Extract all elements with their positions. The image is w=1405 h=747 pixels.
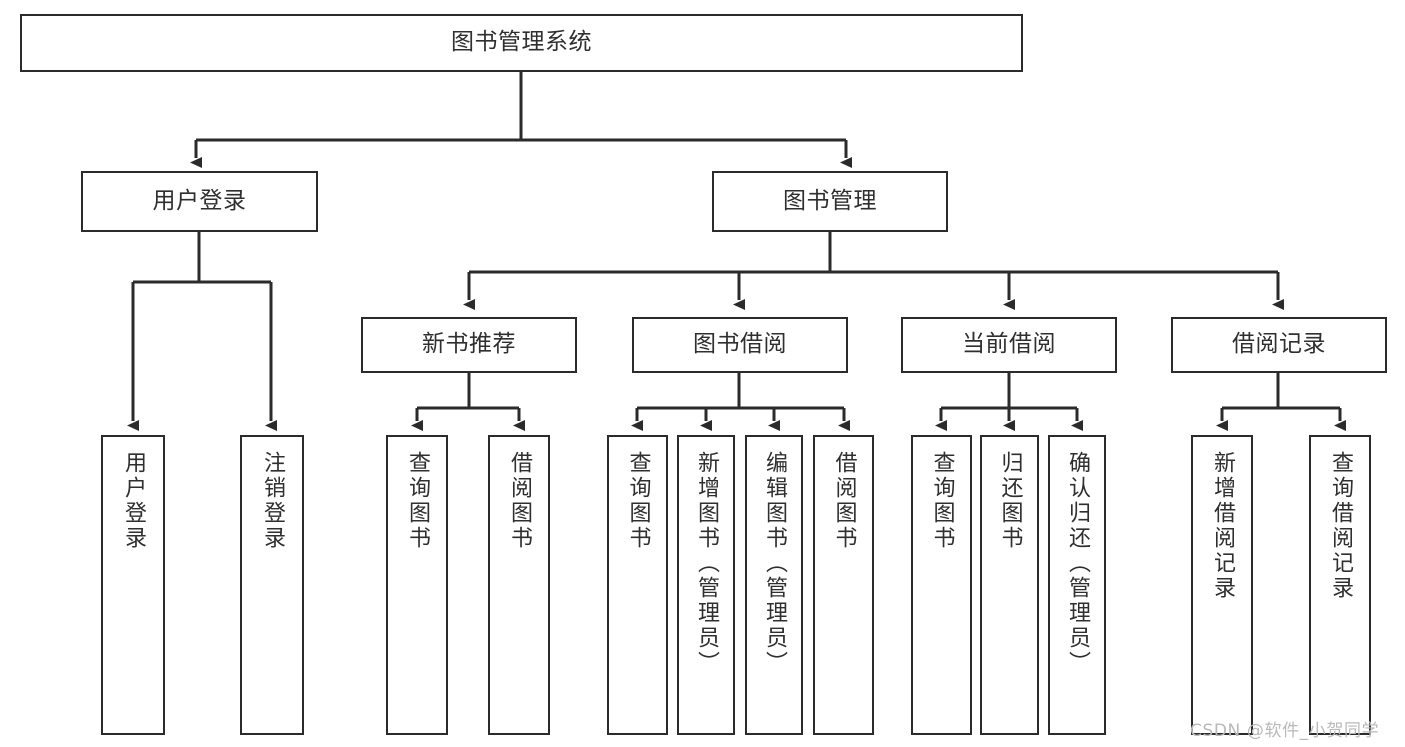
node-leaf-query-book-2-label: 查询图书 (625, 451, 651, 551)
node-leaf-borrow-book-1-label: 借阅图书 (507, 451, 532, 551)
node-leaf-add-book-label: 新增图书（管理员） (694, 451, 719, 676)
node-book-borrow-label: 图书借阅 (693, 331, 787, 358)
node-new-book-recommend-label: 新书推荐 (422, 331, 516, 358)
node-leaf-return-book-label: 归还图书 (997, 451, 1023, 551)
node-leaf-query-record-label: 查询借阅记录 (1328, 451, 1353, 601)
node-leaf-edit-book[interactable]: 编辑图书（管理员） (745, 435, 803, 735)
node-leaf-user-login-label: 用户登录 (121, 451, 146, 551)
node-leaf-query-record[interactable]: 查询借阅记录 (1309, 435, 1371, 735)
node-leaf-user-login[interactable]: 用户登录 (101, 435, 165, 735)
node-leaf-confirm-return-label: 确认归还（管理员） (1065, 451, 1090, 676)
node-leaf-add-record-label: 新增借阅记录 (1210, 451, 1235, 601)
node-leaf-query-book-3-label: 查询图书 (929, 451, 955, 551)
node-leaf-borrow-book-2[interactable]: 借阅图书 (813, 435, 874, 735)
node-leaf-query-book-1[interactable]: 查询图书 (386, 435, 448, 735)
node-leaf-return-book[interactable]: 归还图书 (980, 435, 1039, 735)
node-root[interactable]: 图书管理系统 (20, 14, 1023, 72)
node-user-login-label: 用户登录 (152, 187, 247, 214)
node-book-manage[interactable]: 图书管理 (712, 171, 948, 232)
node-borrow-record-label: 借阅记录 (1232, 331, 1326, 358)
node-user-login[interactable]: 用户登录 (81, 171, 318, 232)
node-leaf-borrow-book-2-label: 借阅图书 (831, 451, 857, 551)
node-leaf-query-book-1-label: 查询图书 (405, 451, 430, 551)
node-leaf-logout-label: 注销登录 (260, 451, 285, 551)
node-leaf-logout[interactable]: 注销登录 (240, 435, 304, 735)
node-book-borrow[interactable]: 图书借阅 (632, 317, 848, 373)
node-borrow-record[interactable]: 借阅记录 (1171, 317, 1387, 373)
node-root-label: 图书管理系统 (451, 29, 592, 56)
node-leaf-add-book[interactable]: 新增图书（管理员） (677, 435, 735, 735)
node-leaf-edit-book-label: 编辑图书（管理员） (762, 451, 787, 676)
node-leaf-add-record[interactable]: 新增借阅记录 (1191, 435, 1253, 735)
node-new-book-recommend[interactable]: 新书推荐 (361, 317, 577, 373)
node-current-borrow[interactable]: 当前借阅 (901, 317, 1117, 373)
node-current-borrow-label: 当前借阅 (962, 331, 1056, 358)
node-leaf-query-book-2[interactable]: 查询图书 (607, 435, 668, 735)
node-book-manage-label: 图书管理 (783, 187, 877, 214)
node-leaf-confirm-return[interactable]: 确认归还（管理员） (1048, 435, 1106, 735)
node-leaf-query-book-3[interactable]: 查询图书 (911, 435, 972, 735)
node-leaf-borrow-book-1[interactable]: 借阅图书 (488, 435, 550, 735)
